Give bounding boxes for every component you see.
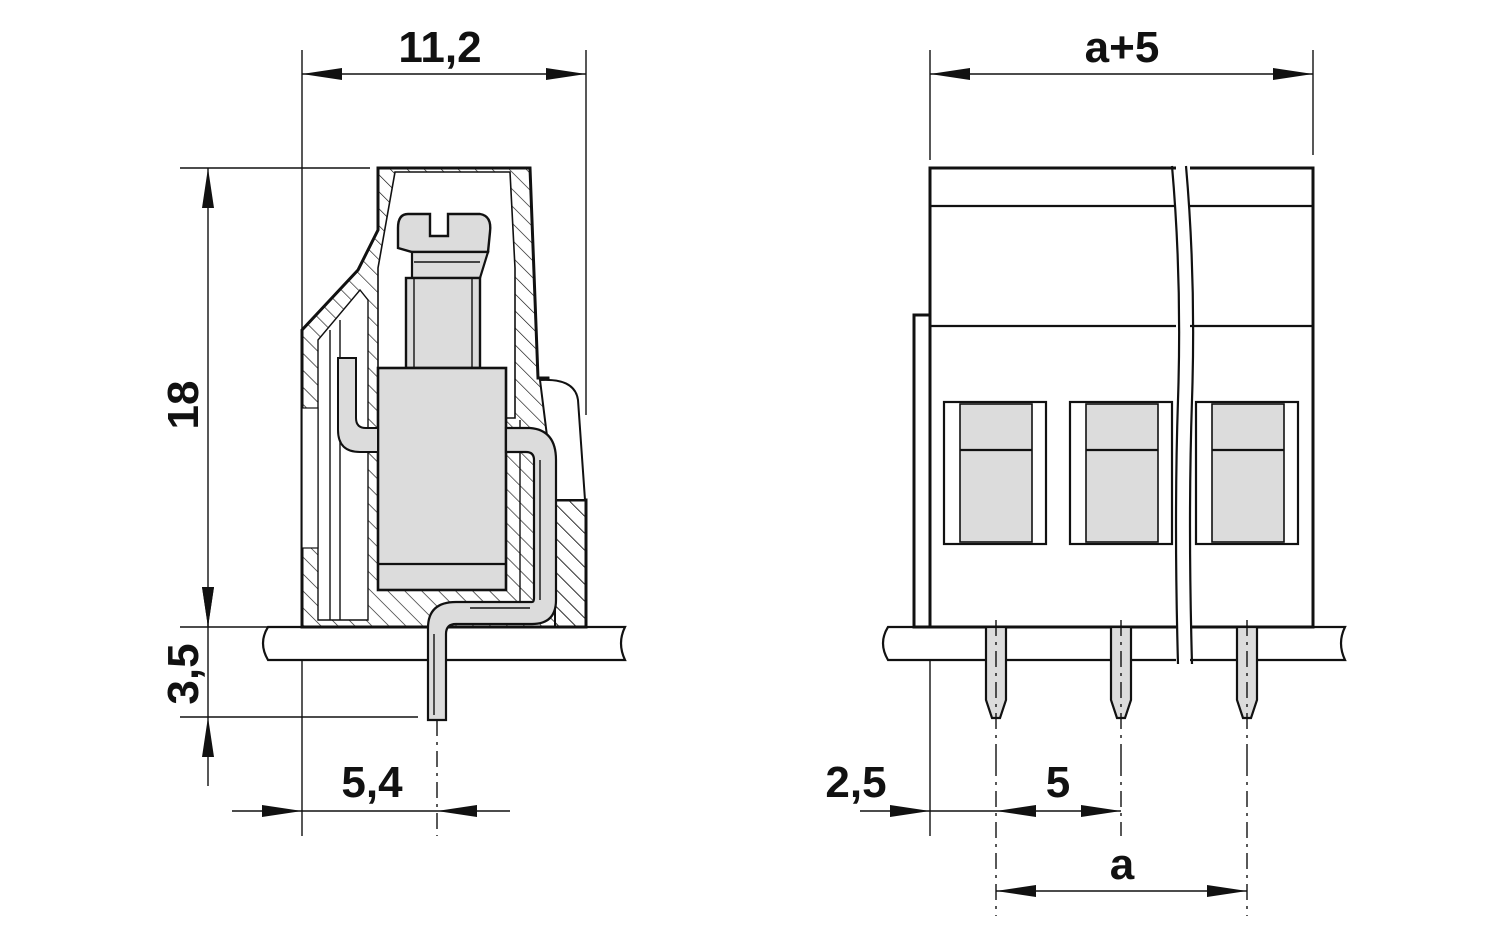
clamp-body — [376, 366, 508, 592]
front-view: a+5 2,5 5 a — [825, 23, 1347, 916]
screw-icon — [396, 212, 492, 370]
dim-total-width: a+5 — [930, 23, 1313, 80]
dim-pin-length: 3,5 — [159, 587, 214, 786]
front-pin — [1109, 620, 1133, 760]
edge-offset-label: 2,5 — [825, 758, 886, 807]
side-clip — [337, 357, 379, 453]
dim-edge-offset: 2,5 — [825, 758, 996, 817]
dim-span: a — [996, 840, 1247, 897]
dim-pitch: 5 — [996, 758, 1121, 817]
side-view: 11,2 18 3,5 5,4 — [159, 23, 627, 836]
pitch-label: 5 — [1046, 758, 1070, 807]
pin-length-label: 3,5 — [159, 643, 208, 704]
side-width-label: 11,2 — [398, 23, 481, 72]
terminal-opening — [1068, 400, 1174, 546]
pin-offset-label: 5,4 — [341, 758, 403, 807]
span-label: a — [1110, 840, 1135, 889]
total-width-label: a+5 — [1085, 23, 1160, 72]
front-pin — [1235, 620, 1259, 760]
side-pcb — [261, 625, 627, 662]
front-housing — [912, 166, 1315, 629]
front-pin — [984, 620, 1008, 760]
side-solder-pin — [426, 426, 558, 722]
side-height-label: 18 — [159, 381, 208, 430]
front-break-line — [1170, 165, 1195, 665]
dim-side-height: 18 — [159, 168, 214, 627]
terminal-opening — [1194, 400, 1300, 546]
dim-pin-offset: 5,4 — [232, 758, 510, 817]
dim-side-width: 11,2 — [302, 23, 586, 80]
terminal-opening — [942, 400, 1048, 546]
